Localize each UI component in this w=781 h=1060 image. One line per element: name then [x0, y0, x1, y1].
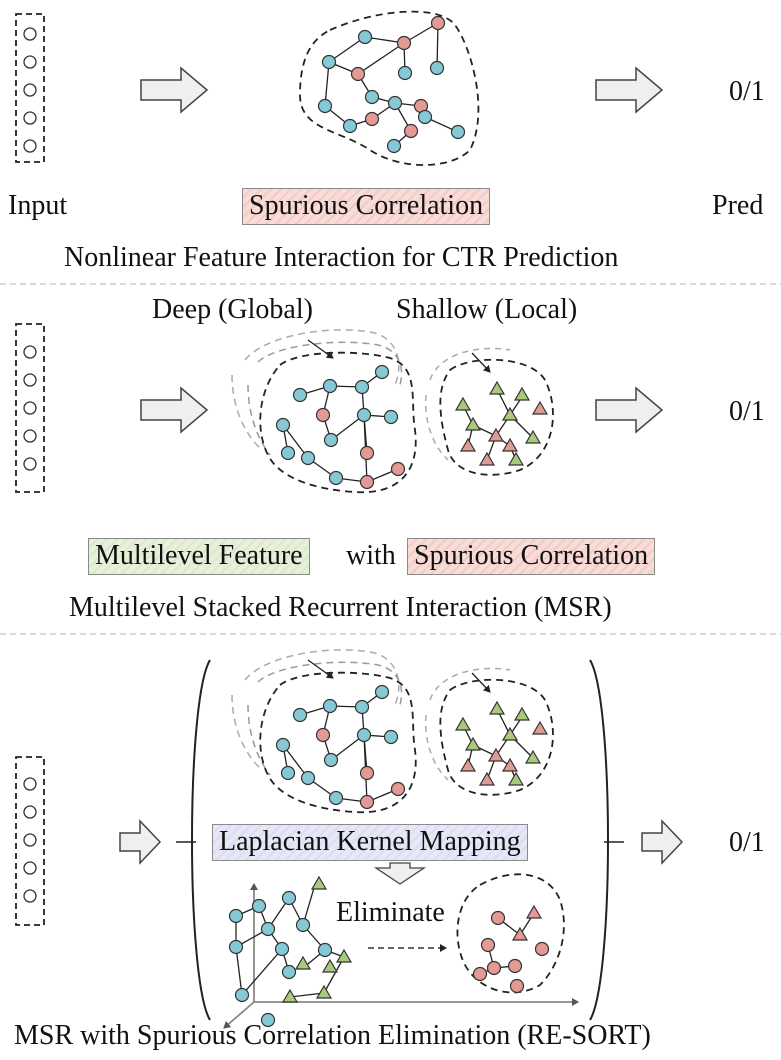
- input-vector-3: [15, 756, 45, 926]
- shallow-local-graph: [424, 347, 554, 476]
- flow-arrow-1a: [140, 66, 209, 114]
- output-label-3: 0/1: [729, 827, 765, 858]
- section2-caption: Multilevel Stacked Recurrent Interaction…: [69, 592, 612, 623]
- interaction-graph-1: [299, 10, 480, 166]
- input-vector-2: [15, 323, 45, 493]
- output-label-1: 0/1: [729, 76, 765, 107]
- bracket-right: [589, 659, 609, 1021]
- eliminate-label: Eliminate: [336, 897, 445, 928]
- section1-caption: Nonlinear Feature Interaction for CTR Pr…: [64, 242, 619, 273]
- spurious-correlation-highlight-2: Spurious Correlation: [407, 538, 656, 575]
- eliminated-graph: [456, 873, 565, 994]
- bracket-left: [191, 659, 211, 1021]
- laplacian-kernel-mapping-box: Laplacian Kernel Mapping: [212, 824, 528, 861]
- deep-global-graph-re-sort: [231, 649, 417, 814]
- pred-label: Pred: [712, 190, 764, 221]
- multilevel-feature-highlight: Multilevel Feature: [88, 538, 310, 575]
- shallow-local-label: Shallow (Local): [396, 294, 578, 325]
- down-arrow-mapping: [373, 862, 427, 885]
- input-label: Input: [8, 190, 68, 221]
- flow-arrow-1b: [595, 66, 664, 114]
- flow-arrow-2b: [595, 386, 664, 434]
- spurious-correlation-highlight: Spurious Correlation: [242, 188, 491, 225]
- output-label-2: 0/1: [729, 396, 765, 427]
- flow-arrow-2a: [140, 386, 209, 434]
- section3-caption: MSR with Spurious Correlation Eliminatio…: [14, 1020, 651, 1051]
- embedding-space-plot: [223, 875, 579, 1029]
- deep-global-label: Deep (Global): [152, 294, 313, 325]
- flow-arrow-3a: [119, 819, 162, 865]
- shallow-local-graph-re-sort: [424, 667, 554, 796]
- flow-arrow-3b: [641, 819, 684, 865]
- input-vector-1: [15, 13, 45, 163]
- deep-global-graph: [231, 329, 417, 494]
- with-connector: with: [346, 540, 396, 571]
